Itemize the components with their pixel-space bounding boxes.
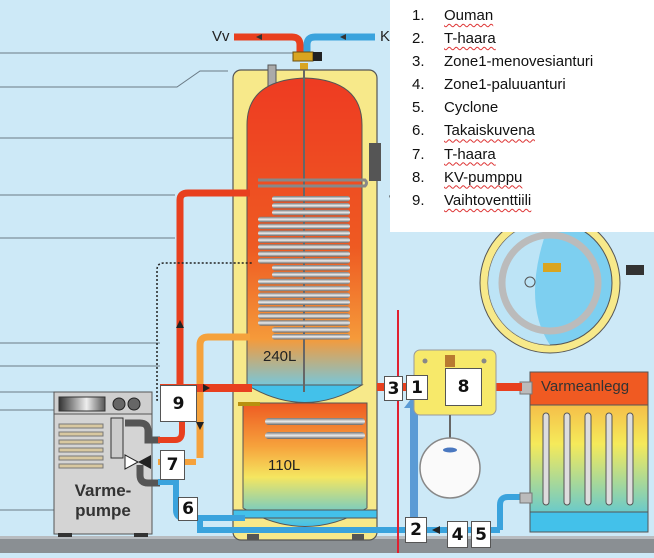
legend-number: 3. <box>412 53 425 71</box>
coil-turn <box>272 327 350 333</box>
coil-turn <box>272 209 350 216</box>
heat-pump-label-line2: pumpe <box>75 501 131 520</box>
marker-3: 3 <box>384 376 403 401</box>
expansion-vessel <box>419 437 481 499</box>
marker-5: 5 <box>471 521 491 548</box>
radiator <box>529 371 649 533</box>
marker-4: 4 <box>447 521 468 548</box>
legend-number: 9. <box>412 191 425 209</box>
legend-text: T-haara <box>444 145 496 163</box>
marker-1: 1 <box>406 375 428 400</box>
coil-turn <box>258 292 350 299</box>
radiator-fin <box>563 412 571 506</box>
legend-text: Takaiskuvena <box>444 122 535 140</box>
legend-item: 4. Zone1-paluuanturi <box>412 73 654 96</box>
cold-water-inlet-pipe <box>303 33 375 55</box>
coil-turn <box>258 258 350 264</box>
legend-item: 7. T-haara <box>412 143 654 166</box>
upper-volume-label: 240L <box>263 348 297 365</box>
legend-item: 1. Ouman <box>412 4 654 27</box>
lower-volume-label: 110L <box>268 457 301 474</box>
coil-turn <box>258 313 350 319</box>
coil-turn <box>272 196 350 202</box>
coil-turn <box>258 278 350 285</box>
coil-turn <box>258 216 350 223</box>
heat-pump-return-pipe <box>196 333 250 458</box>
radiator-fin <box>584 412 592 506</box>
marker-9: 9 <box>160 385 197 422</box>
marker-7: 7 <box>160 450 185 480</box>
legend-number: 2. <box>412 30 425 48</box>
sensor-cable <box>156 262 252 401</box>
coil-turn <box>258 299 350 305</box>
heat-pump-supply-pipe <box>176 189 250 345</box>
vent-slat <box>58 463 104 469</box>
coil-turn <box>258 306 350 312</box>
return-flow-arrow-shaft <box>410 405 418 523</box>
legend-list: 1. Ouman 2. T-haara 3. Zone1-menovesianturi… <box>390 0 654 212</box>
legend-text: Ouman <box>444 7 494 24</box>
coil-turn <box>258 237 350 243</box>
radiator-fin <box>626 412 634 506</box>
coil-turn <box>258 223 350 230</box>
legend-number: 4. <box>412 76 425 94</box>
vent-slat <box>58 431 104 437</box>
hot-water-outlet-pipe <box>234 33 304 55</box>
legend-item: 5. Cyclone <box>412 96 654 119</box>
legend-item: 3. Zone1-menovesianturi <box>412 50 654 73</box>
heat-pump-unit <box>53 391 160 537</box>
vent-slat <box>58 423 104 429</box>
tank-sensor-panel <box>369 143 381 181</box>
vent-slat <box>58 447 104 453</box>
coil-turn <box>258 251 350 257</box>
coil-turn <box>258 244 350 250</box>
legend-text: Vaihtoventtiili <box>444 191 532 209</box>
coil-turn <box>258 285 350 292</box>
legend-number: 5. <box>412 99 425 117</box>
legend-number: 8. <box>412 168 425 186</box>
legend-number: 7. <box>412 145 425 163</box>
legend-item: 2. T-haara <box>412 27 654 50</box>
legend-text: T-haara <box>444 30 496 48</box>
vent-slat <box>58 455 104 461</box>
leader-lines <box>0 52 305 511</box>
legend-text: Cyclone <box>444 99 499 117</box>
coil-turn <box>272 334 350 340</box>
legend-item: 8. KV-pumppu <box>412 166 654 189</box>
radiator-label: Varmeanlegg <box>541 378 630 395</box>
coil-turn <box>258 230 350 236</box>
legend-text: Zone1-paluuanturi <box>444 76 566 94</box>
legend-item: 9. Vaihtoventtiili <box>412 189 654 212</box>
legend-number: 1. <box>412 7 425 24</box>
hot-water-label: Vv <box>212 28 230 45</box>
legend-number: 6. <box>412 122 425 140</box>
coil-turn <box>272 265 350 271</box>
legend-panel: 1. Ouman 2. T-haara 3. Zone1-menovesianturi… <box>390 0 654 232</box>
marker-6: 6 <box>178 497 198 521</box>
heat-pump-label: Varme- pumpe <box>68 481 138 521</box>
heat-exchanger-coil <box>258 196 350 340</box>
coil-turn <box>272 271 350 278</box>
legend-item: 6. Takaiskuvena <box>412 119 654 142</box>
radiator-fin <box>542 412 550 506</box>
marker-8: 8 <box>445 368 482 406</box>
vent-slat <box>58 439 104 445</box>
legend-text: KV-pumppu <box>444 168 523 186</box>
heat-pump-label-line1: Varme- <box>74 481 132 500</box>
tank-top-view <box>479 212 644 354</box>
coil-turn <box>272 202 350 209</box>
mixing-valve <box>292 51 314 62</box>
lower-coil <box>265 418 365 439</box>
marker-2: 2 <box>405 517 427 543</box>
radiator-fin <box>605 412 613 506</box>
coil-turn <box>258 320 350 326</box>
legend-text: Zone1-menovesianturi <box>444 53 594 71</box>
